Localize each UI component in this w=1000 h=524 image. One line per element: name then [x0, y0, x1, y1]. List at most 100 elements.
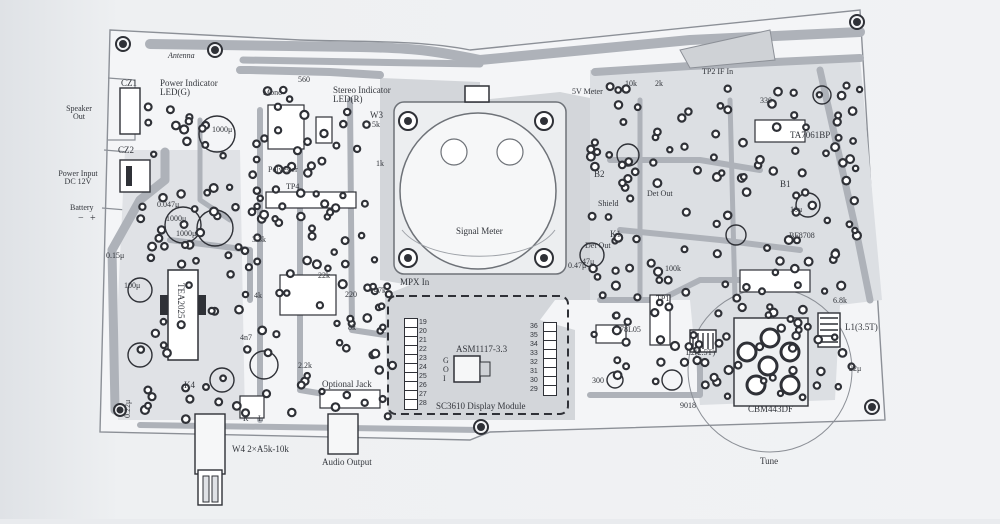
solder-pad	[240, 408, 251, 418]
solder-pad	[340, 259, 350, 269]
solder-pad	[709, 372, 719, 382]
module-pin-number: 29	[530, 386, 538, 393]
component-bodies	[239, 104, 811, 419]
solder-pad	[663, 275, 673, 285]
solder-pad	[159, 317, 168, 326]
solder-pad	[296, 380, 306, 390]
solder-pad	[370, 256, 379, 264]
solder-pad	[842, 81, 851, 90]
solder-pad	[136, 214, 146, 224]
display-module-label: SC3610 Display Module	[436, 401, 526, 411]
solder-pad	[208, 206, 219, 217]
solder-pad	[652, 178, 663, 189]
copper-plane-right	[590, 58, 882, 405]
tp2-label: TP2 IF In	[702, 67, 734, 76]
solder-pad	[324, 264, 332, 273]
solder-pad	[317, 156, 327, 166]
regulator-chip	[453, 355, 481, 383]
solder-pad	[755, 342, 765, 352]
trace-top-1	[236, 66, 384, 79]
solder-pad	[360, 199, 369, 208]
solder-pad	[650, 308, 660, 318]
solder-pad	[692, 165, 702, 175]
trace-mid-1	[167, 237, 253, 303]
solder-pad	[621, 84, 631, 94]
module-pin-number: 36	[530, 323, 538, 330]
b2-label: B2	[594, 169, 605, 179]
module-pin-number: 19	[419, 319, 427, 326]
solder-pad	[851, 226, 859, 235]
solder-pad	[252, 139, 261, 149]
solder-pad	[263, 348, 273, 358]
res-label-n: 300	[592, 376, 604, 385]
solder-pad	[590, 330, 598, 339]
solder-pad	[272, 330, 281, 339]
solder-pad	[681, 207, 691, 217]
solder-pad	[684, 107, 693, 116]
cap-label-g: 0.22μ	[123, 399, 132, 418]
solder-pad	[342, 107, 352, 117]
solder-pad	[763, 244, 772, 253]
res-label-f: 330	[760, 96, 772, 105]
solder-pad	[771, 268, 780, 277]
solder-pad	[182, 136, 192, 147]
solder-pad	[203, 188, 212, 197]
solder-pad	[253, 233, 262, 242]
solder-pad	[337, 279, 348, 290]
solder-pad	[383, 412, 392, 421]
solder-pad	[226, 269, 235, 279]
solder-pad	[849, 137, 857, 145]
solder-pad	[286, 407, 297, 418]
solder-pad	[776, 389, 785, 398]
speaker-out-label: Speaker Out	[66, 104, 92, 121]
cap-label-i: 22μ	[849, 364, 862, 373]
solder-pad	[664, 302, 674, 312]
solder-pad	[791, 146, 800, 155]
solder-pad	[836, 280, 847, 291]
solder-pad	[807, 200, 818, 211]
solder-pad	[146, 253, 156, 263]
solder-pad	[803, 256, 814, 267]
solder-pad	[234, 243, 243, 252]
solder-pad	[176, 189, 186, 199]
solder-pad	[611, 325, 622, 336]
solder-pad	[231, 401, 242, 411]
solder-pad	[633, 293, 642, 302]
misc-label-b: 10k	[625, 79, 637, 88]
solder-pad	[180, 414, 191, 425]
solder-pad	[832, 117, 842, 127]
amp-ic-heatsink-l	[160, 295, 168, 315]
solder-pad	[319, 128, 329, 139]
res-label-a: 560	[298, 75, 310, 84]
trace-left-loop	[107, 147, 170, 415]
transistor-label: 9018	[680, 401, 696, 410]
solder-pad	[144, 401, 153, 410]
solder-pad	[179, 124, 190, 135]
module-pin-number: 35	[530, 332, 538, 339]
solder-pad	[143, 102, 153, 112]
solder-pad	[248, 170, 258, 180]
solder-pad	[669, 340, 681, 352]
solder-pad	[851, 164, 860, 173]
solder-pad	[247, 207, 257, 217]
solder-pad	[181, 240, 190, 250]
solder-pad	[613, 100, 624, 110]
solder-pad	[788, 365, 798, 376]
solder-pad	[587, 211, 597, 221]
solder-pad	[792, 191, 801, 200]
solder-pad	[585, 151, 596, 162]
solder-pad	[278, 85, 288, 95]
solder-pad	[244, 263, 253, 272]
antenna-connector	[679, 29, 776, 69]
solder-pad	[259, 209, 270, 220]
solder-pad	[759, 376, 768, 385]
solder-pad	[330, 402, 341, 413]
solder-pad	[626, 194, 635, 203]
solder-pad	[241, 290, 250, 299]
tp4-label: TP4	[286, 182, 300, 191]
res-label-i: 100k	[665, 264, 681, 273]
stereo-indicator-label: Stereo Indicator LED(R)	[333, 85, 391, 104]
solder-pad	[282, 289, 291, 297]
solder-pad	[150, 328, 161, 338]
solder-pad	[369, 282, 378, 291]
